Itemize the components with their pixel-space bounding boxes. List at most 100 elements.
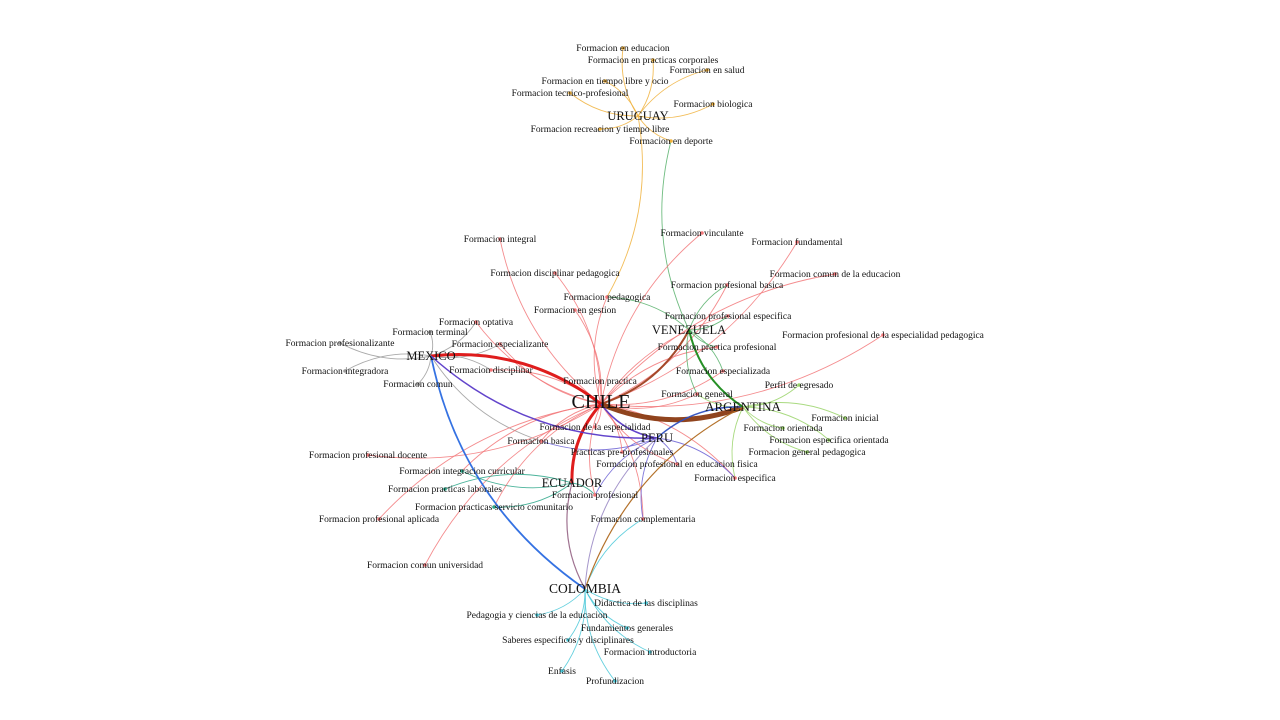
country-label-colombia[interactable]: COLOMBIA [549,581,621,596]
country-label-ecuador[interactable]: ECUADOR [542,476,603,490]
edge-c16-peru [540,437,658,451]
country-edge-chile-argentina [600,401,744,423]
node-dot-a1 [797,383,801,387]
node-label-u8[interactable]: Formacion en deporte [629,137,712,147]
node-label-c26[interactable]: Formacion disciplinar [449,366,533,376]
edge-c1-chile [499,238,602,405]
node-label-c1[interactable]: Formacion integral [464,235,537,245]
node-label-u7[interactable]: Formacion recreacion y tiempo libre [531,125,670,135]
node-label-c8[interactable]: Formacion en gestion [534,306,617,316]
edge-c21-peru [640,437,658,520]
node-label-c6[interactable]: Formacion profesional basica [671,280,784,291]
edge-c10-chile [600,334,884,408]
node-dot-e2 [443,487,447,491]
country-label-argentina[interactable]: ARGENTINA [705,399,781,414]
node-label-m3[interactable]: Formacion integradora [302,367,390,377]
node-label-a5[interactable]: Formacion general pedagogica [748,448,866,458]
edge-e1-ecuador [461,470,573,489]
node-label-c27[interactable]: Formacion optativa [439,318,514,328]
node-label-c15[interactable]: Formacion de la especialidad [539,423,650,433]
node-label-c12[interactable]: Formacion especializada [676,367,771,377]
node-label-c22[interactable]: Formacion comun universidad [367,561,483,571]
node-label-u1[interactable]: Formacion en educacion [576,44,670,54]
node-dot-u5 [568,91,572,95]
edge-c4-chile [600,241,798,405]
node-label-c14[interactable]: Formacion general [661,390,733,400]
node-label-c4[interactable]: Formacion fundamental [751,237,842,248]
node-label-c18[interactable]: Formacion profesional en educacion fisic… [596,459,758,470]
country-label-venezuela[interactable]: VENEZUELA [652,323,726,337]
node-label-m4[interactable]: Formacion comun [383,380,453,390]
node-label-c24[interactable]: Formacion profesional aplicada [319,514,440,525]
edge-m2-mexico [339,342,432,360]
country-label-mexico[interactable]: MEXICO [406,349,455,363]
node-label-u4[interactable]: Formacion en tiempo libre y ocio [542,77,669,87]
edge-u3-uruguay [637,69,708,117]
country-edge-mexico-peru [430,355,658,439]
node-dot-c27 [474,320,478,324]
node-label-k7[interactable]: Profundizacion [586,676,644,687]
node-label-c25[interactable]: Formacion especializante [452,340,549,350]
node-dot-c3 [700,231,704,235]
node-label-k1[interactable]: Didactica de las disciplinas [594,599,698,609]
node-label-c9[interactable]: Formacion profesional especifica [665,311,792,322]
node-label-c3[interactable]: Formacion vinculante [660,229,743,239]
node-dot-a5 [805,450,809,454]
node-label-u5[interactable]: Formacion tecnico-profesional [512,88,629,99]
node-label-e2[interactable]: Formacion practicas laborales [388,485,502,495]
node-label-m1[interactable]: Formacion terminal [392,328,468,338]
node-label-u3[interactable]: Formacion en salud [670,66,745,76]
edge-c20-ecuador [571,482,596,496]
edge-c16-chile [540,403,602,442]
country-edge-argentina-colombia [584,406,744,590]
node-label-k3[interactable]: Fundamientos generales [581,624,673,634]
edge-u4-uruguay [604,80,639,117]
node-label-u6[interactable]: Formacion biologica [674,100,754,110]
node-label-c16[interactable]: Formacion basica [507,437,575,447]
node-dot-m3 [343,369,347,373]
node-label-c17[interactable]: Practicas pre-profesionales [571,447,674,458]
node-dot-c26 [489,368,493,372]
node-label-a3[interactable]: Formacion orientada [744,424,824,434]
edge-m1-mexico [429,331,434,357]
node-label-a2[interactable]: Formacion inicial [811,414,879,424]
node-dot-u4 [603,79,607,83]
node-dot-c13 [598,379,602,383]
node-label-m2[interactable]: Formacion profesionalizante [286,338,395,349]
edge-a5-argentina [742,406,808,453]
node-label-c23[interactable]: Formacion profesional docente [309,450,427,461]
node-label-c19[interactable]: Formacion especifica [694,473,776,484]
node-label-c20[interactable]: Formacion profesional [552,490,639,501]
node-label-k5[interactable]: Formacion introductoria [604,648,697,658]
node-dot-c10 [881,333,885,337]
node-dot-c6 [725,283,729,287]
node-label-e1[interactable]: Formacion integracion curricular [399,467,525,477]
country-label-chile[interactable]: CHILE [572,391,631,413]
country-label-peru[interactable]: PERU [641,431,673,445]
node-dot-u3 [705,68,709,72]
node-dot-c4 [795,240,799,244]
node-label-c13[interactable]: Formacion practica [563,377,637,387]
node-label-c7[interactable]: Formacion pedagogica [564,293,652,303]
node-label-c21[interactable]: Formacion complementaria [591,515,697,525]
node-label-c5[interactable]: Formacion comun de la educacion [770,270,901,280]
country-label-uruguay[interactable]: URUGUAY [607,109,668,123]
node-label-c11[interactable]: Formacion practica profesional [658,342,777,353]
node-label-k2[interactable]: Pedagogia y ciencias de la educacion [466,611,607,621]
node-dot-c16 [539,439,543,443]
edge-c3-chile [600,232,703,405]
node-label-c10[interactable]: Formacion profesional de la especialidad… [782,330,985,341]
edge-c9-venezuela [688,315,729,331]
node-dot-k6 [560,669,564,673]
node-label-k4[interactable]: Saberes especificos y disciplinares [502,635,634,646]
node-label-a1[interactable]: Perfil de egresado [765,380,834,391]
node-label-e3[interactable]: Formacion practicas servicio comunitario [415,503,573,513]
edge-c6-chile [600,284,728,405]
node-label-c2[interactable]: Formacion disciplinar pedagogica [490,269,620,279]
edge-e3-ecuador [493,482,573,508]
node-label-a4[interactable]: Formacion especifica orientada [769,435,889,446]
edge-c5-chile [600,273,836,405]
node-label-k6[interactable]: Enfasis [548,666,576,677]
node-label-u2[interactable]: Formacion en practicas corporales [588,56,719,66]
edge-k7-colombia [584,588,616,682]
